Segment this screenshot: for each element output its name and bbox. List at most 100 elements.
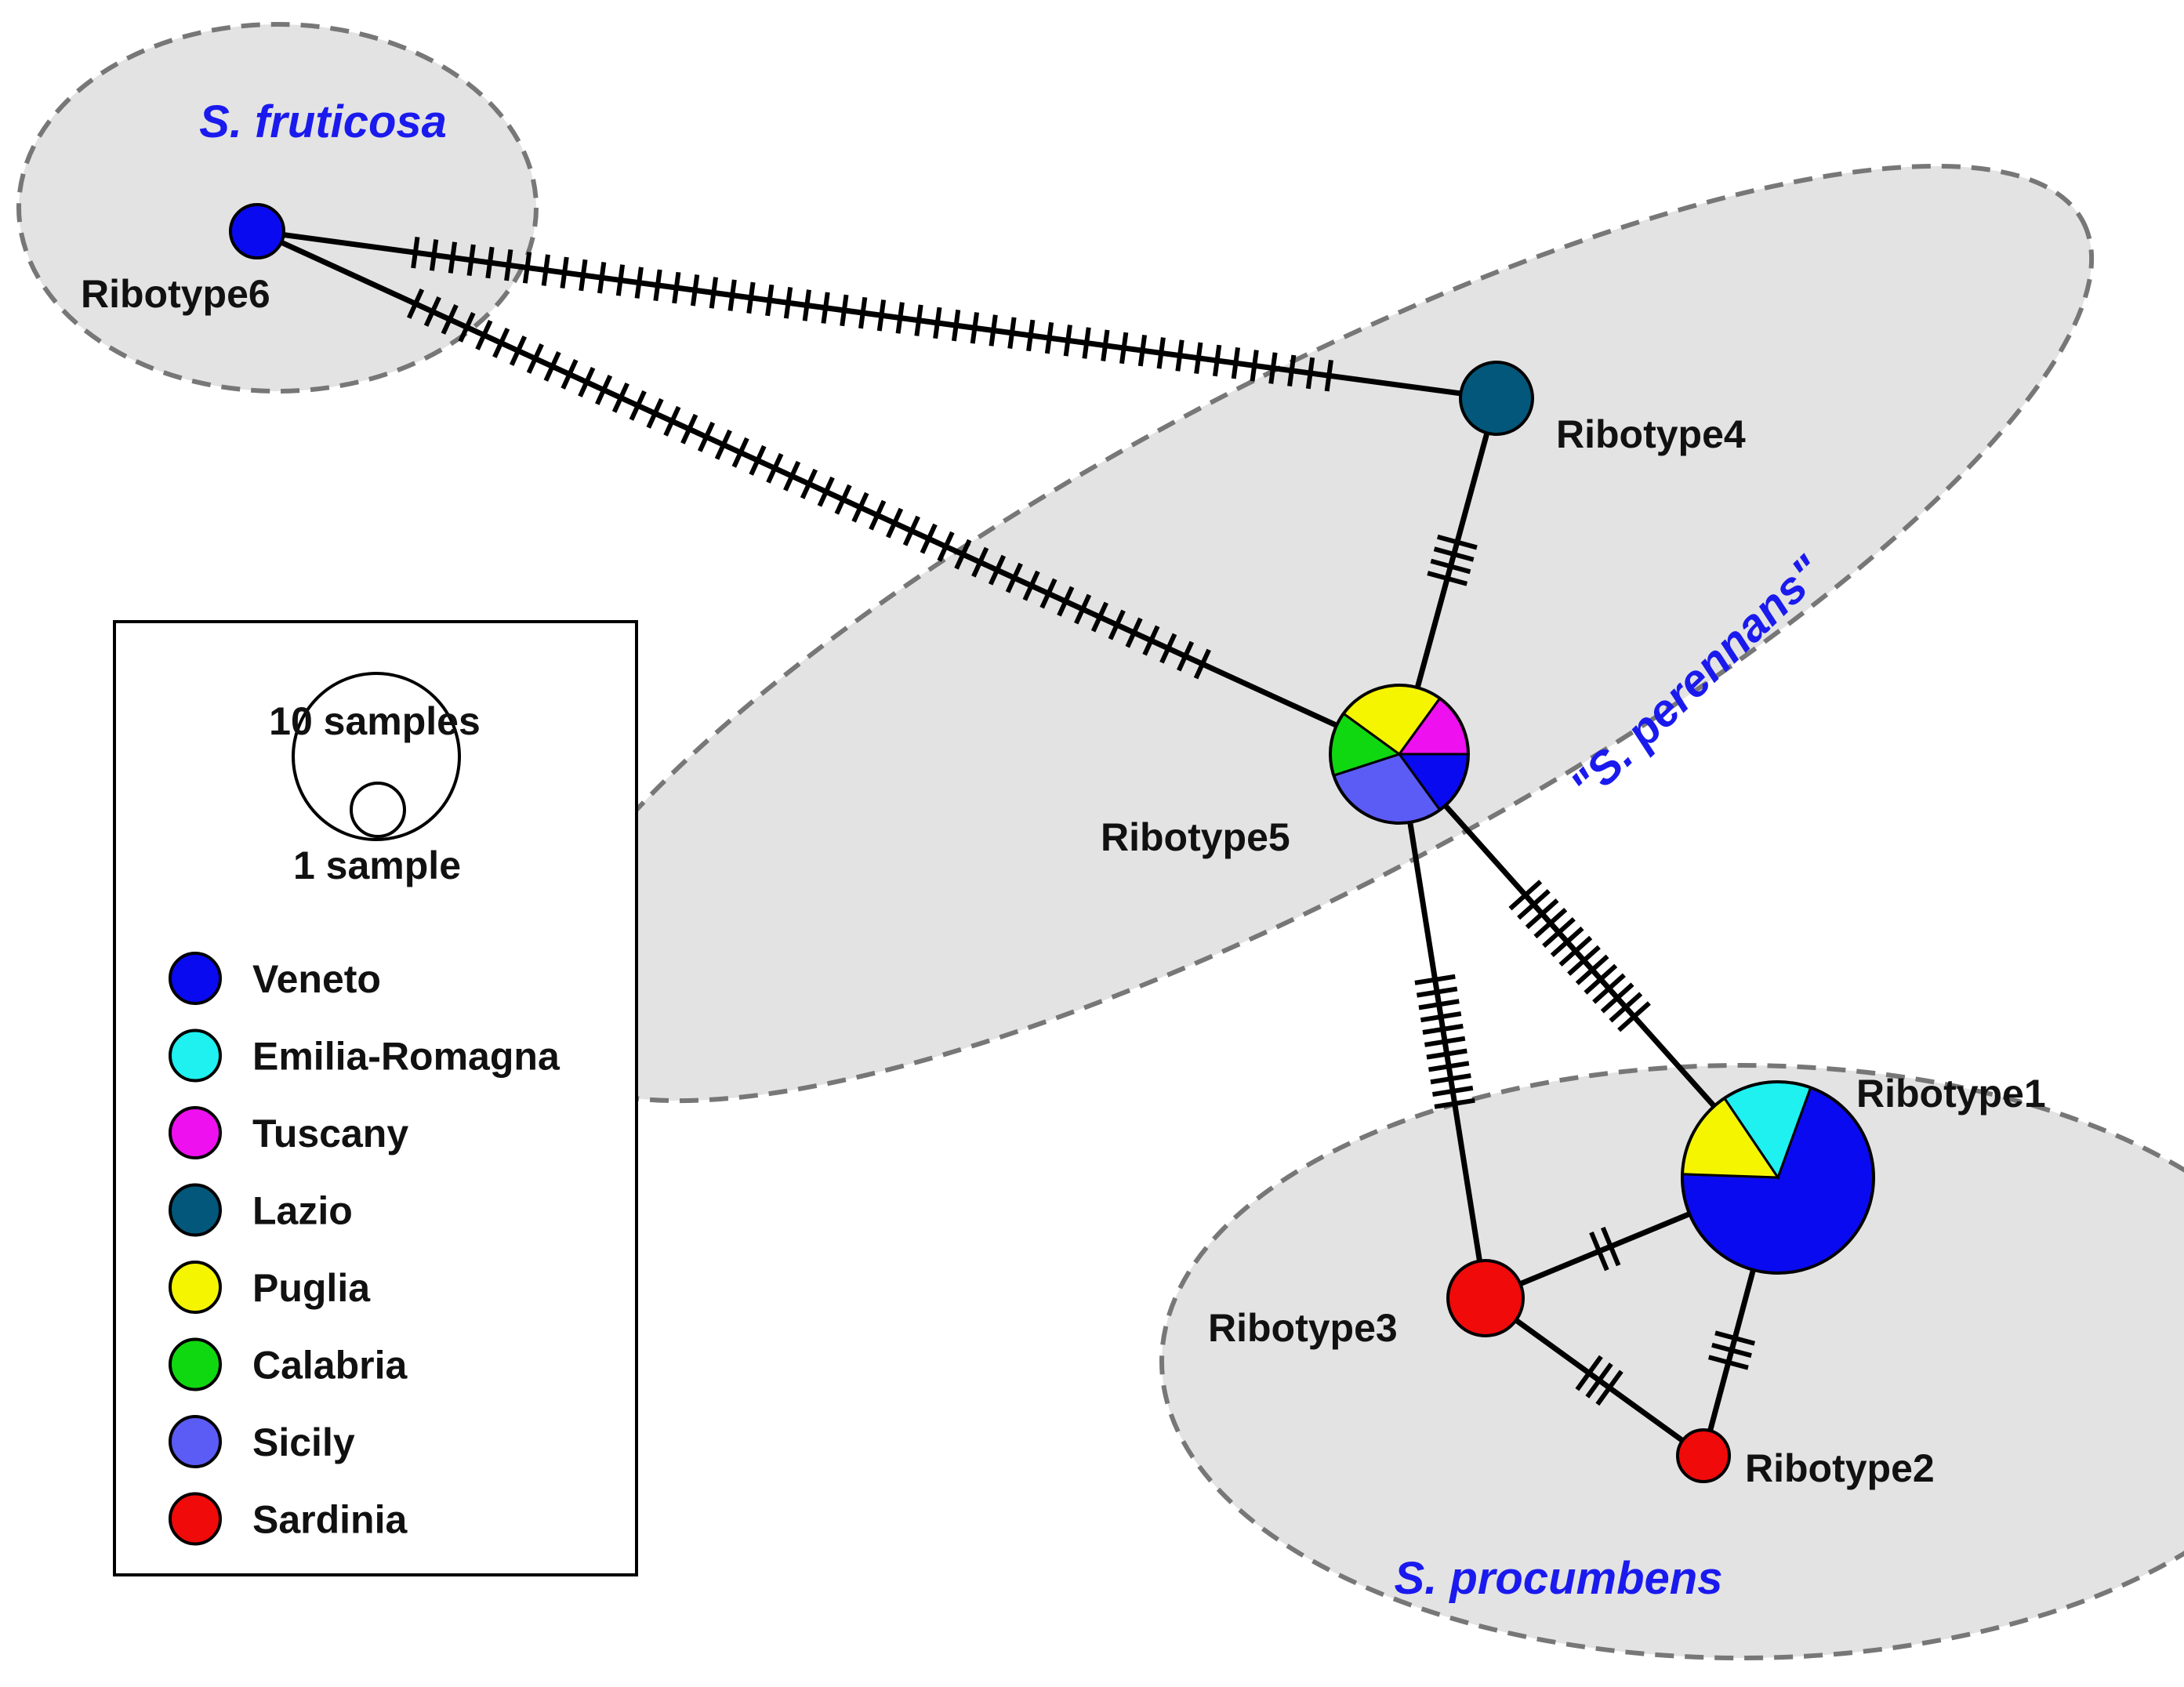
mutation-tick [1589, 1231, 1609, 1272]
pie-slice-sardinia [1676, 1428, 1731, 1483]
mutation-tick [429, 239, 439, 271]
legend-item-calabria: Calabria [169, 1337, 408, 1391]
legend-item-veneto: Veneto [169, 952, 381, 1005]
mutation-tick [709, 277, 719, 309]
mutation-tick [1550, 926, 1584, 958]
mutation-tick [1617, 1001, 1651, 1032]
mutation-tick [800, 468, 818, 499]
legend-swatch [169, 1492, 222, 1546]
mutation-tick [869, 499, 887, 531]
mutation-tick [840, 294, 849, 327]
mutation-tick [1194, 342, 1203, 374]
mutation-tick [766, 452, 784, 484]
mutation-tick [1430, 1073, 1471, 1085]
node-label-ribotype3: Ribotype3 [1208, 1306, 1398, 1350]
legend-size-large-label: 10 samples [269, 699, 481, 743]
legend-label: Sardinia [252, 1498, 408, 1542]
mutation-tick [1424, 1036, 1466, 1047]
mutation-tick [653, 269, 662, 302]
legend-item-lazio: Lazio [169, 1183, 353, 1237]
mutation-tick [492, 328, 510, 358]
mutation-tick [821, 292, 830, 324]
group-label-fruticosa: S. fruticosa [199, 96, 447, 147]
mutation-tick [1090, 601, 1108, 633]
mutation-tick [1268, 352, 1278, 384]
mutation-tick [1428, 1061, 1470, 1072]
mutation-tick [526, 343, 544, 374]
mutation-tick [1057, 586, 1075, 617]
mutation-tick [1022, 570, 1040, 601]
pie-slice-lazio [1459, 361, 1534, 436]
legend-item-sicily: Sicily [169, 1415, 355, 1468]
mutation-tick [1082, 327, 1091, 359]
mutation-tick [406, 288, 425, 319]
mutation-tick [597, 262, 607, 294]
mutation-tick [802, 289, 811, 321]
mutation-tick [1039, 578, 1058, 609]
legend-item-puglia: Puglia [169, 1261, 371, 1314]
legend-label: Calabria [252, 1344, 408, 1388]
mutation-tick [1156, 337, 1166, 369]
node-ribotype3 [1446, 1259, 1525, 1337]
mutation-tick [1176, 640, 1195, 672]
mutation-tick [697, 421, 716, 452]
mutation-tick [1137, 334, 1148, 367]
mutation-tick [629, 390, 647, 421]
mutation-tick [672, 271, 681, 304]
node-label-ribotype2: Ribotype2 [1745, 1446, 1935, 1490]
mutation-tick [951, 309, 961, 342]
mutation-tick [578, 366, 596, 397]
mutation-tick [886, 507, 904, 539]
mutation-tick [1420, 1011, 1462, 1023]
legend-swatch [169, 1261, 222, 1314]
mutation-tick [646, 397, 664, 429]
mutation-tick [1007, 317, 1017, 349]
mutation-tick [1324, 359, 1333, 392]
mutation-tick [1416, 986, 1458, 998]
mutation-tick [1159, 633, 1177, 664]
mutation-tick [954, 539, 972, 570]
mutation-tick [1231, 346, 1241, 379]
hull-procumbens [1159, 1063, 2184, 1660]
mutation-tick [1714, 1330, 1756, 1346]
mutation-tick [1542, 916, 1576, 949]
pie-slice-sardinia [1446, 1259, 1525, 1337]
mutation-tick [1005, 562, 1023, 593]
edge-r6-r4 [256, 228, 1497, 401]
mutation-tick [1707, 1355, 1749, 1370]
mutation-tick [1427, 571, 1468, 586]
mutation-tick [731, 437, 749, 468]
mutation-tick [727, 279, 737, 311]
mutation-tick [1525, 898, 1559, 930]
group-label-procumbens: S. procumbens [1395, 1553, 1723, 1604]
mutation-tick [1426, 1048, 1467, 1060]
mutation-tick [466, 244, 476, 277]
mutation-tick [920, 523, 938, 554]
mutation-tick [876, 299, 887, 332]
mutation-tick [749, 444, 767, 476]
mutation-tick [1414, 974, 1456, 985]
mutation-tick [858, 296, 868, 329]
mutation-tick [971, 546, 989, 578]
legend: 10 samples 1 sample VenetoEmilia-Romagna… [113, 620, 638, 1576]
mutation-tick [543, 350, 561, 382]
edge-line [1396, 753, 1489, 1299]
mutation-tick [817, 476, 835, 507]
mutation-tick [1600, 982, 1634, 1014]
mutation-tick [1575, 954, 1609, 985]
mutation-tick [561, 358, 579, 390]
legend-item-emilia: Emilia-Romagna [169, 1029, 561, 1083]
mutation-tick [1422, 1023, 1464, 1035]
mutation-tick [634, 267, 644, 299]
mutation-tick [1044, 321, 1054, 354]
mutation-tick [1533, 908, 1568, 939]
node-label-ribotype5: Ribotype5 [1101, 815, 1290, 859]
mutation-tick [1305, 357, 1315, 390]
edge-r5-r3 [1396, 753, 1489, 1299]
mutation-tick [522, 252, 532, 284]
legend-size-small-label: 1 sample [293, 844, 461, 887]
legend-swatch [169, 1337, 222, 1391]
mutation-tick [448, 241, 458, 274]
mutation-tick [423, 296, 441, 327]
